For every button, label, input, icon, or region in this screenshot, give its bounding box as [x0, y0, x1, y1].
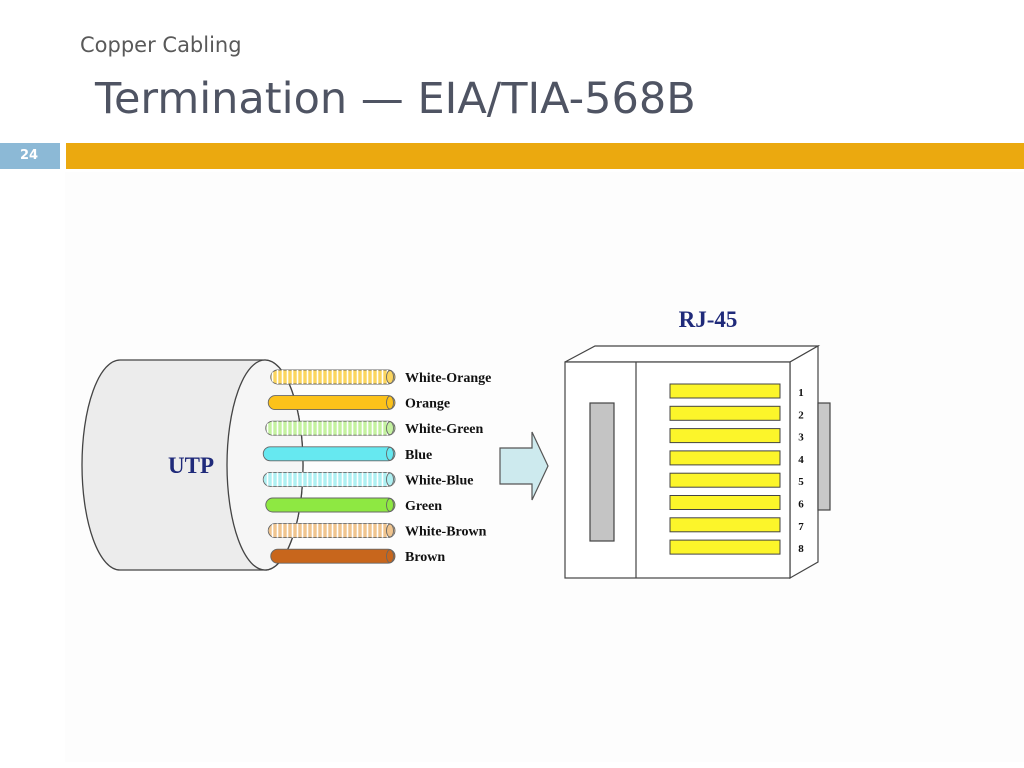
diagram-canvas: UTP White-OrangeOrangeWhite-GreenBlueWhi… [81, 307, 831, 580]
wire: White-Green [265, 420, 483, 437]
pin-number: 2 [798, 409, 804, 421]
connector-top [564, 345, 821, 363]
wire-end [386, 523, 394, 538]
pin-number: 4 [798, 454, 804, 466]
pin: 7 [669, 517, 804, 533]
wire-body [262, 446, 396, 462]
pin: 5 [669, 472, 804, 488]
wire-stripe [268, 523, 395, 538]
wire: Orange [267, 395, 450, 412]
wire-label: White-Brown [405, 525, 487, 540]
connector-clip [817, 402, 831, 511]
wire-body [270, 548, 396, 564]
pin-number: 6 [798, 499, 804, 511]
pin-number: 3 [798, 432, 804, 444]
pin-contact [669, 517, 781, 533]
pin: 1 [669, 383, 804, 399]
wire-end [386, 395, 394, 410]
wire-end [386, 472, 394, 487]
pin-contact [669, 428, 781, 444]
rj45-connector: RJ-45 1 2 3 4 5 6 7 8 [564, 307, 831, 580]
wire-stripe [263, 472, 395, 487]
utp-cable: UTP [81, 359, 304, 571]
pin-contact [669, 495, 781, 510]
wire: Blue [262, 446, 432, 463]
wire-end [386, 421, 394, 436]
slide-number: 24 [0, 143, 60, 169]
wire-label: Blue [405, 448, 432, 463]
wire-label: Brown [405, 550, 445, 565]
pin: 2 [669, 405, 804, 421]
wire: White-Blue [262, 471, 473, 488]
connector-side [789, 344, 819, 580]
cable-end [226, 359, 304, 571]
pin-number: 8 [798, 543, 804, 555]
slide-subtitle: Copper Cabling [80, 33, 242, 57]
accent-bar [66, 143, 1024, 169]
wire-label: White-Green [405, 422, 483, 437]
wire-label: Green [405, 499, 442, 514]
wire-body [265, 497, 396, 513]
wire: Green [265, 497, 442, 514]
pin: 3 [669, 428, 804, 444]
connector-label: RJ-45 [679, 307, 738, 332]
pin-contact [669, 405, 781, 421]
wire-end [386, 446, 394, 461]
pin-contact [669, 539, 781, 555]
pin: 8 [669, 539, 804, 555]
wire-label: Orange [405, 397, 450, 412]
pin-contact [669, 472, 781, 488]
wire-end [386, 549, 394, 564]
wire-label: White-Blue [405, 473, 473, 488]
pin-contact [669, 383, 781, 399]
wire-label: White-Orange [405, 371, 491, 386]
wire-stripe [270, 370, 395, 384]
wire: White-Brown [267, 523, 487, 540]
arrow-icon [499, 431, 549, 501]
pin-number: 5 [798, 476, 804, 488]
slide-title: Termination — EIA/TIA-568B [95, 74, 696, 124]
wire-group: White-OrangeOrangeWhite-GreenBlueWhite-B… [262, 369, 491, 565]
pin-number: 1 [798, 387, 804, 399]
pin: 6 [669, 495, 804, 511]
pin-number: 7 [798, 521, 804, 533]
wire-end [386, 370, 394, 384]
connector-latch [589, 402, 615, 542]
pin-contact [669, 450, 781, 466]
pin-group: 1 2 3 4 5 6 7 8 [669, 383, 804, 555]
wire: White-Orange [270, 369, 491, 386]
cable-label: UTP [168, 453, 214, 478]
pin: 4 [669, 450, 804, 466]
wire: Brown [270, 548, 445, 565]
wire-body [267, 395, 396, 411]
wire-end [386, 498, 394, 512]
wire-stripe [265, 421, 395, 436]
